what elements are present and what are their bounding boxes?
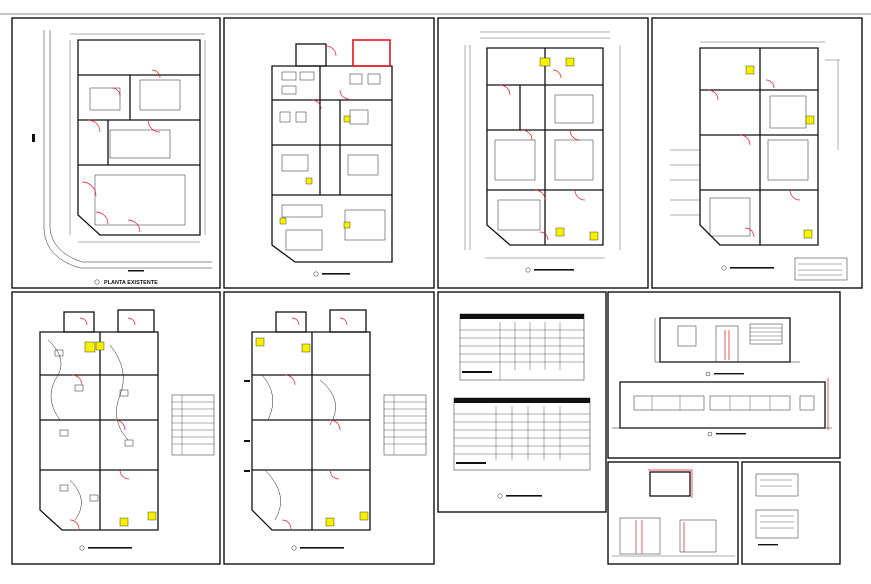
caption-marker (94, 279, 100, 285)
legend-table (383, 394, 427, 456)
sheet-frame (223, 17, 435, 289)
sheet-frame (11, 17, 221, 289)
sheet-dimension-plan-b (651, 17, 863, 289)
sheet-frame (607, 461, 739, 565)
sheet-frame (223, 291, 435, 565)
legend-table (171, 394, 215, 456)
sheet-detail-a (607, 461, 739, 565)
sheet-frame (651, 17, 863, 289)
sheet-frame (437, 291, 607, 513)
sheet-existing-plan: PLANTA EXISTENTE (11, 17, 221, 289)
sheet-elevations (607, 291, 841, 459)
sheet-schedule-tables (437, 291, 607, 513)
sheet-electrical-plan-b (223, 291, 435, 565)
highlighted-room (352, 39, 391, 67)
plan-caption: PLANTA EXISTENTE (104, 280, 158, 286)
sheet-furniture-plan (223, 17, 435, 289)
sheet-dimension-plan-a (437, 17, 649, 289)
sheet-frame (437, 17, 649, 289)
sheet-detail-b (741, 461, 841, 565)
sheet-frame (607, 291, 841, 459)
sheet-electrical-plan-a (11, 291, 221, 565)
sheet-frame (741, 461, 841, 565)
sheet-frame (11, 291, 221, 565)
